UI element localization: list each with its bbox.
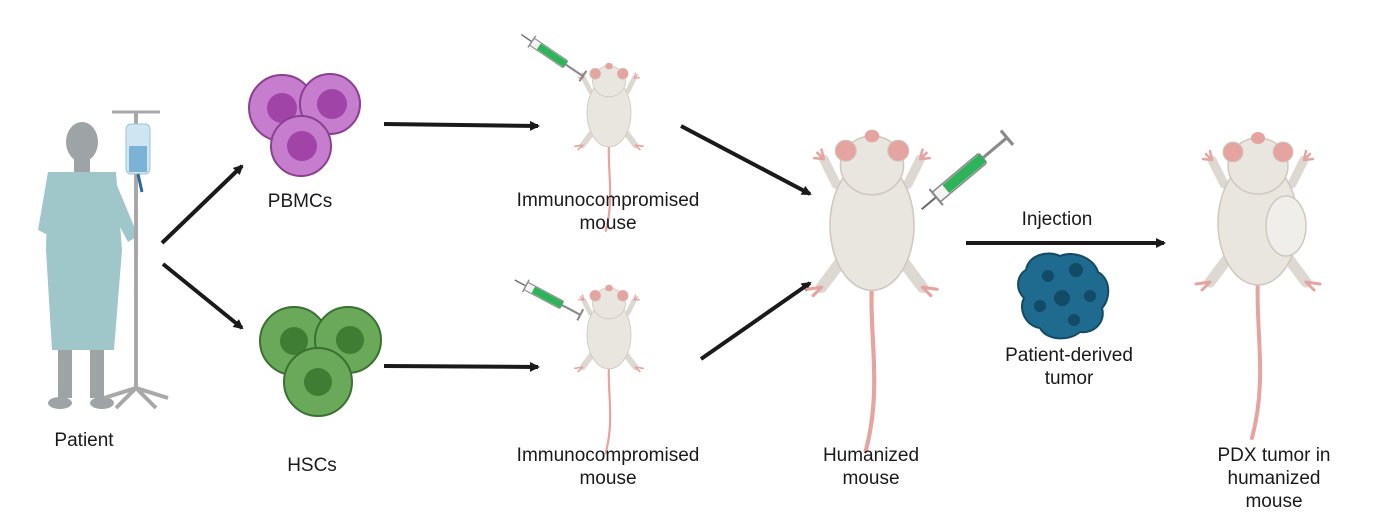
syringe-bottom-icon [510,272,585,323]
syringe-top-icon [516,27,588,83]
label-pdx: PDX tumor in humanized mouse [1217,445,1331,512]
pbmc-cells-icon [248,73,361,177]
arrow-pbmcs-to-mouse [383,120,540,131]
label-immuno-top: Immunocompromised mouse [516,190,700,234]
label-humanized: Humanized mouse [822,445,920,489]
arrow-bottom-to-humanized [699,281,812,361]
arrow-top-to-humanized [680,124,812,196]
arrow-patient-to-hscs [161,262,244,330]
label-patient: Patient [54,430,114,451]
hsc-cells-icon [259,306,382,417]
arrow-hscs-to-mouse [383,361,540,372]
label-immuno-bottom: Immunocompromised mouse [516,445,700,489]
patient-figure-icon [38,122,138,409]
syringe-humanized-icon [913,128,1016,219]
label-pbmcs: PBMCs [267,191,333,212]
label-patient-tumor: Patient-derived tumor [1005,345,1133,389]
arrow-patient-to-pbmcs [160,164,244,245]
pdx-mouse-icon [1196,132,1320,438]
humanized-mouse-icon [807,130,937,451]
mouse-bottom-icon [575,285,643,453]
label-injection: Injection [1021,209,1093,230]
iv-stand-icon [103,110,169,410]
tumor-icon [1017,252,1110,340]
label-hscs: HSCs [287,455,337,476]
